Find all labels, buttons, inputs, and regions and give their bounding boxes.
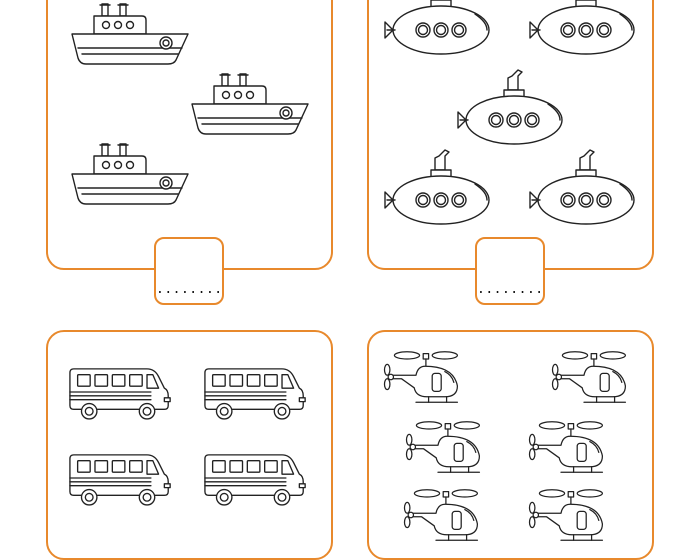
helicopter-icon <box>525 420 615 483</box>
bus-icon <box>68 448 174 508</box>
bus-icon <box>203 448 309 508</box>
submarine-icon <box>528 0 638 58</box>
answer-blank: ........ <box>477 282 544 297</box>
ship-icon <box>70 142 190 212</box>
helicopter-icon <box>380 350 470 413</box>
submarine-icon <box>456 68 566 148</box>
ship-icon <box>70 2 190 72</box>
answer-blank: ........ <box>156 282 223 297</box>
helicopter-icon <box>548 350 638 413</box>
submarines-answer-box[interactable]: ........ <box>475 237 545 305</box>
ships-answer-box[interactable]: ........ <box>154 237 224 305</box>
bus-icon <box>68 362 174 422</box>
helicopter-icon <box>402 420 492 483</box>
ship-icon <box>190 72 310 142</box>
submarine-icon <box>528 148 638 228</box>
bus-icon <box>203 362 309 422</box>
submarine-icon <box>383 148 493 228</box>
submarine-icon <box>383 0 493 58</box>
